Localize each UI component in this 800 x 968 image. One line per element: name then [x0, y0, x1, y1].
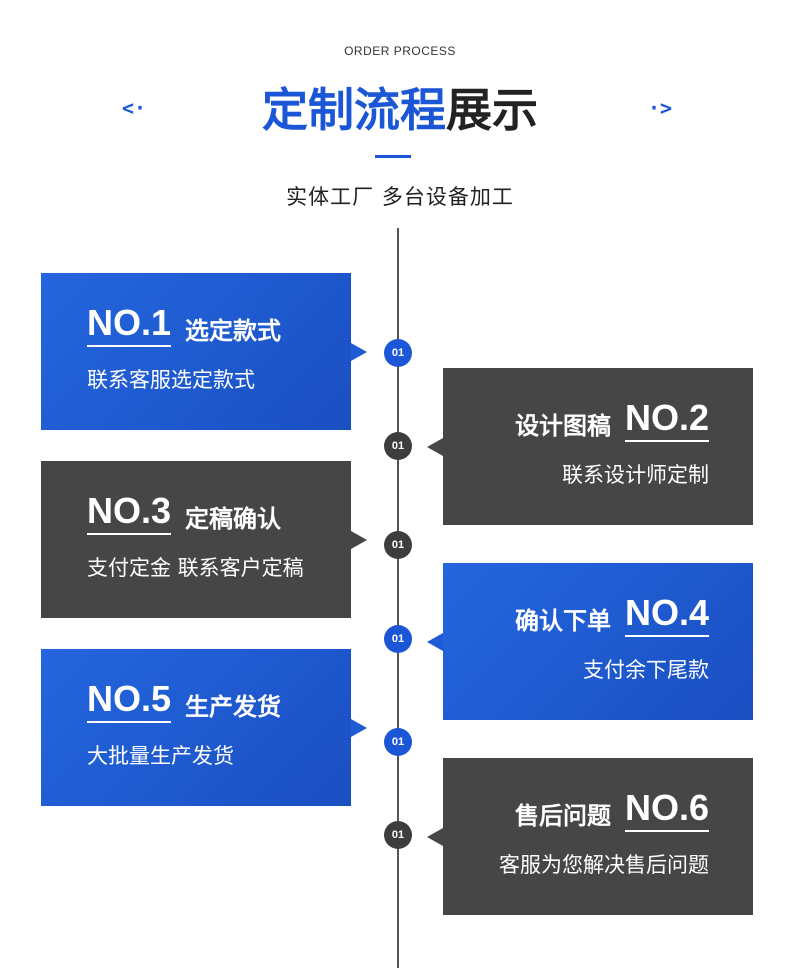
timeline-node-1: 01	[384, 339, 412, 367]
step-head: NO.1 选定款式	[87, 303, 281, 347]
step-number: NO.3	[87, 491, 172, 535]
arrow-right-icon: ·>	[648, 96, 673, 120]
step-desc: 联系设计师定制	[562, 463, 709, 487]
step-card-1: NO.1 选定款式 联系客服选定款式	[41, 273, 367, 430]
timeline-node-2: 01	[384, 432, 412, 460]
step-title: 售后问题	[514, 802, 611, 830]
step-head: NO.3 定稿确认	[87, 491, 281, 535]
step-title: 确认下单	[514, 607, 611, 635]
step-number: NO.1	[87, 303, 172, 347]
step-card-2: 设计图稿 NO.2 联系设计师定制	[427, 368, 753, 525]
step-title: 定稿确认	[185, 505, 282, 533]
title-underline	[375, 155, 411, 158]
timeline-node-6: 01	[384, 821, 412, 849]
step-number: NO.5	[87, 679, 172, 723]
timeline-node-3: 01	[384, 531, 412, 559]
page-title: 定制流程展示	[0, 80, 800, 140]
step-number: NO.2	[624, 398, 709, 442]
step-number: NO.6	[624, 788, 709, 832]
step-desc: 联系客服选定款式	[87, 368, 255, 392]
step-head: 设计图稿 NO.2	[515, 398, 709, 442]
step-desc: 大批量生产发货	[87, 744, 234, 768]
title-rest: 展示	[446, 83, 538, 137]
step-title: 生产发货	[185, 693, 282, 721]
step-number: NO.4	[624, 593, 709, 637]
step-desc: 支付余下尾款	[583, 658, 709, 682]
timeline-node-4: 01	[384, 625, 412, 653]
step-card-5: NO.5 生产发货 大批量生产发货	[41, 649, 367, 806]
title-highlight: 定制流程	[262, 83, 446, 137]
timeline-line	[397, 228, 399, 968]
step-head: 售后问题 NO.6	[515, 788, 709, 832]
step-card-4: 确认下单 NO.4 支付余下尾款	[427, 563, 753, 720]
step-head: NO.5 生产发货	[87, 679, 281, 723]
step-card-6: 售后问题 NO.6 客服为您解决售后问题	[427, 758, 753, 915]
timeline-node-5: 01	[384, 728, 412, 756]
step-desc: 客服为您解决售后问题	[499, 853, 709, 877]
tagline: 实体工厂 多台设备加工	[286, 185, 514, 209]
arrow-left-icon: <·	[122, 96, 147, 120]
subtitle-en: ORDER PROCESS	[344, 44, 456, 58]
step-head: 确认下单 NO.4	[515, 593, 709, 637]
step-card-3: NO.3 定稿确认 支付定金 联系客户定稿	[41, 461, 367, 618]
step-title: 设计图稿	[514, 412, 611, 440]
step-desc: 支付定金 联系客户定稿	[87, 556, 304, 580]
step-title: 选定款式	[185, 317, 282, 345]
